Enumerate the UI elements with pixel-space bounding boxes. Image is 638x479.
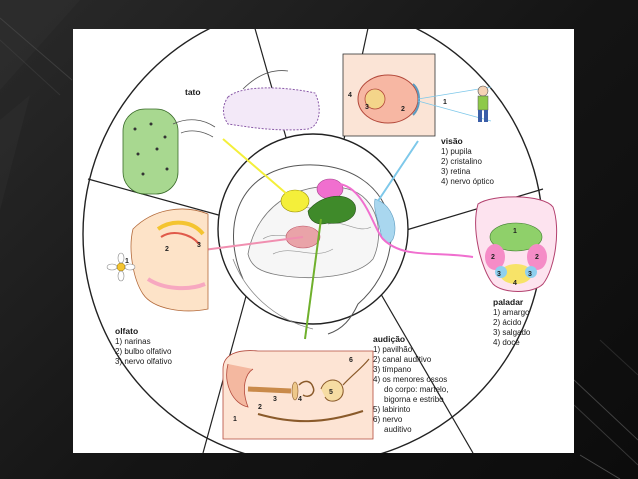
smell-title: olfato <box>115 326 138 336</box>
eustachian-tube-illustration <box>257 410 364 423</box>
hearing-callout-1: 1 <box>233 416 237 423</box>
cloth-illustration <box>223 87 320 131</box>
smell-callout-1: 1 <box>125 258 129 265</box>
eardrum-illustration <box>291 381 299 401</box>
hearing-item-4: 4) os menores ossos <box>373 375 447 384</box>
smell-callout-3: 3 <box>197 242 201 249</box>
taste-callout-2-left: 2 <box>491 254 495 261</box>
hearing-item-2: 2) canal auditivo <box>373 355 432 364</box>
smell-section: 1 2 3 olfato 1) narinas 2) bulbo olfativ… <box>106 208 209 366</box>
vision-callout-1: 1 <box>443 99 447 106</box>
vision-callout-2: 2 <box>401 106 405 113</box>
cactus-illustration <box>122 108 179 195</box>
taste-item-4: 4) doce <box>493 338 520 347</box>
vision-title: visão <box>441 136 463 146</box>
connector-lines <box>172 138 474 340</box>
hearing-item-1: 1) pavilhão <box>373 345 413 354</box>
vision-callout-3: 3 <box>365 104 369 111</box>
taste-zone-salty-left <box>495 266 507 278</box>
senses-diagram: tato 4 3 2 1 visão <box>82 29 558 453</box>
smell-callout-2: 2 <box>165 246 169 253</box>
hearing-callout-5: 5 <box>329 389 333 396</box>
lens-illustration <box>364 88 386 110</box>
head-brain-illustration <box>232 164 396 335</box>
outer-ear-illustration <box>226 363 254 408</box>
olfactory-nerve-illustration <box>160 232 200 245</box>
taste-zone-salty-right <box>525 266 537 278</box>
hearing-item-4-line-2: do corpo: martelo, <box>384 385 448 394</box>
taste-callout-2-right: 2 <box>535 254 539 261</box>
nasal-passage-illustration <box>146 277 206 291</box>
hearing-callout-6: 6 <box>349 357 353 364</box>
taste-callout-3-left: 3 <box>497 271 501 278</box>
taste-callout-1: 1 <box>513 228 517 235</box>
vision-callout-4: 4 <box>348 92 352 99</box>
ear-canal-illustration <box>247 386 292 394</box>
taste-item-2: 2) ácido <box>493 318 522 327</box>
slide-canvas: tato 4 3 2 1 visão <box>73 29 574 453</box>
touch-section: tato <box>122 70 320 195</box>
taste-callout-4: 4 <box>513 280 517 287</box>
taste-section: 1 2 2 3 3 4 paladar 1) amargo 2) ácido 3… <box>475 196 558 347</box>
hearing-callout-2: 2 <box>258 404 262 411</box>
cactus-spines <box>133 122 169 176</box>
taste-zone-sweet <box>500 264 532 284</box>
hearing-section: 1 2 3 4 5 6 audição 1) pavilhão 2) canal… <box>222 334 448 440</box>
labyrinth-illustration <box>320 379 344 402</box>
taste-callout-3-right: 3 <box>528 271 532 278</box>
smell-item-3: 3) nervo olfativo <box>115 357 172 366</box>
hearing-title: audição <box>373 334 405 344</box>
auditory-nerve-illustration <box>342 358 370 386</box>
taste-zone-sour-right <box>527 244 547 270</box>
boy-figure <box>477 85 489 122</box>
vision-item-3: 3) retina <box>441 167 471 176</box>
hearing-item-3: 3) tímpano <box>373 365 412 374</box>
hearing-item-4-line-3: bigorna e estribo <box>384 395 444 404</box>
flower-illustration <box>106 252 136 282</box>
taste-zone-sour-left <box>485 244 505 270</box>
taste-item-3: 3) salgado <box>493 328 531 337</box>
vision-item-2: 2) cristalino <box>441 157 482 166</box>
smell-item-2: 2) bulbo olfativo <box>115 347 172 356</box>
hearing-callout-3: 3 <box>273 396 277 403</box>
vision-section: 4 3 2 1 visão 1) pupila 2) cristalino 3)… <box>342 53 494 186</box>
smell-item-1: 1) narinas <box>115 337 151 346</box>
hearing-item-6: 6) nervo <box>373 415 403 424</box>
hand-sketch <box>172 119 216 138</box>
hearing-callout-4: 4 <box>298 396 302 403</box>
vision-item-4: 4) nervo óptico <box>441 177 494 186</box>
vision-item-1: 1) pupila <box>441 147 472 156</box>
taste-item-1: 1) amargo <box>493 308 530 317</box>
taste-title: paladar <box>493 297 524 307</box>
touch-title: tato <box>185 87 201 97</box>
ossicles-illustration <box>298 380 315 398</box>
taste-zone-bitter <box>489 222 543 252</box>
hearing-item-5: 5) labirinto <box>373 405 411 414</box>
hearing-item-6-line-2: auditivo <box>384 425 412 434</box>
olfactory-bulb-illustration <box>156 220 205 236</box>
hand-on-cloth-sketch <box>242 70 289 90</box>
